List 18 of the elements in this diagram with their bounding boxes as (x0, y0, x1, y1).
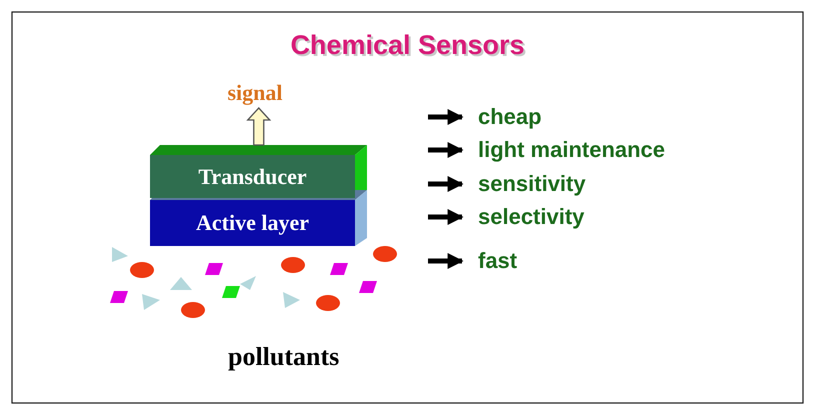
property-label: fast (478, 248, 518, 274)
property-label: light maintenance (478, 137, 666, 163)
block-label: Active layer (196, 210, 309, 236)
arrow (428, 209, 464, 225)
arrow (428, 109, 464, 125)
transducer-block (150, 155, 355, 198)
signal-label: signal (227, 80, 283, 106)
title: Chemical Sensors (289, 30, 526, 61)
arrow (428, 253, 464, 269)
arrow (428, 142, 464, 158)
block-arrow (246, 107, 272, 146)
property-label: cheap (478, 104, 542, 130)
property-label: selectivity (478, 204, 584, 230)
property-label: sensitivity (478, 171, 586, 197)
pollutants-label: pollutants (228, 342, 340, 372)
active-layer-block (150, 200, 355, 246)
block-label: Transducer (198, 164, 307, 190)
arrow (428, 176, 464, 192)
